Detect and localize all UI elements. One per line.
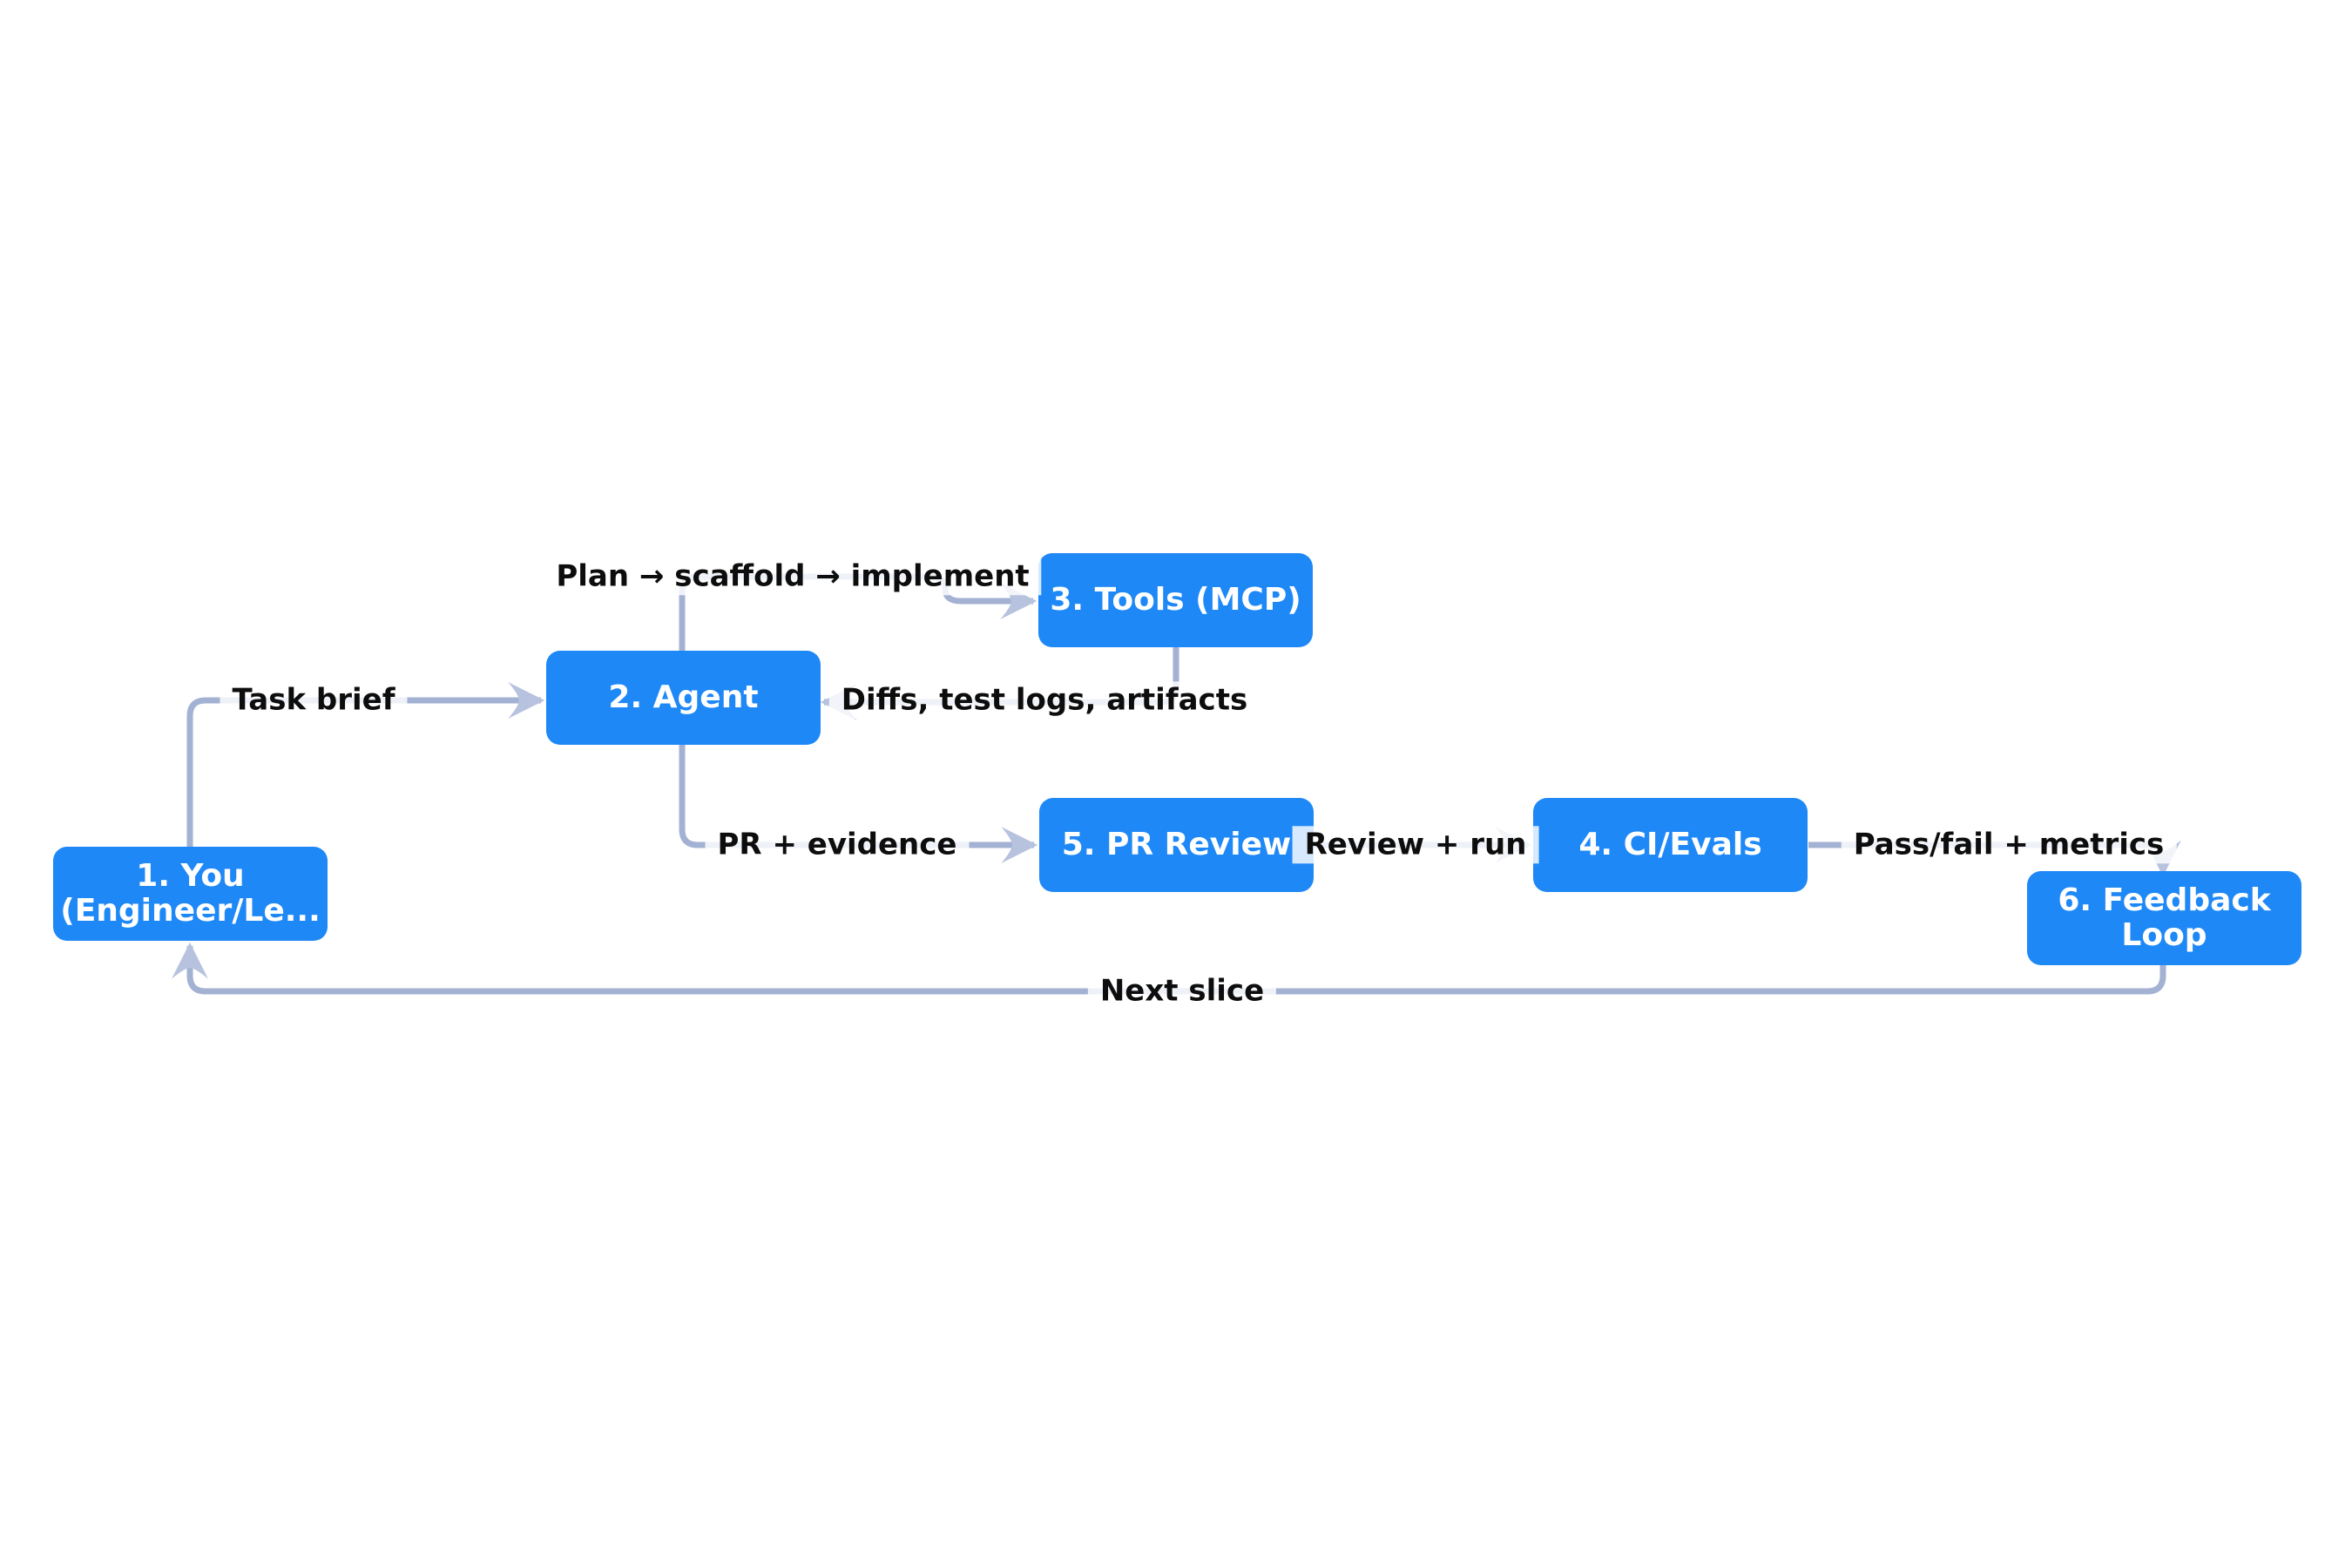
edge-agent-to-pr-review <box>679 745 1038 863</box>
edge-label-task-brief: Task brief <box>220 681 408 720</box>
edge-label-pass-fail-metrics: Pass/fail + metrics <box>1841 826 2177 864</box>
node-ci-evals[interactable]: 4. CI/Evals <box>1533 798 1808 892</box>
edge-label-plan-scaffold-implement: Plan → scaffold → implement <box>544 558 1042 596</box>
edge-label-next-slice: Next slice <box>1087 972 1277 1010</box>
node-tools-mcp[interactable]: 3. Tools (MCP) <box>1038 553 1313 647</box>
node-you[interactable]: 1. You (Engineer/Le... <box>53 847 328 941</box>
node-agent[interactable]: 2. Agent <box>546 651 821 745</box>
node-feedback-loop[interactable]: 6. Feedback Loop <box>2027 871 2301 965</box>
edge-you-to-agent <box>186 682 545 847</box>
edge-label-review-run: Review + run <box>1292 826 1539 864</box>
edge-label-pr-evidence: PR + evidence <box>705 826 970 864</box>
edge-label-diffs-test-logs-artifacts: Diffs, test logs, artifacts <box>828 681 1260 720</box>
node-pr-review[interactable]: 5. PR Review <box>1039 798 1314 892</box>
